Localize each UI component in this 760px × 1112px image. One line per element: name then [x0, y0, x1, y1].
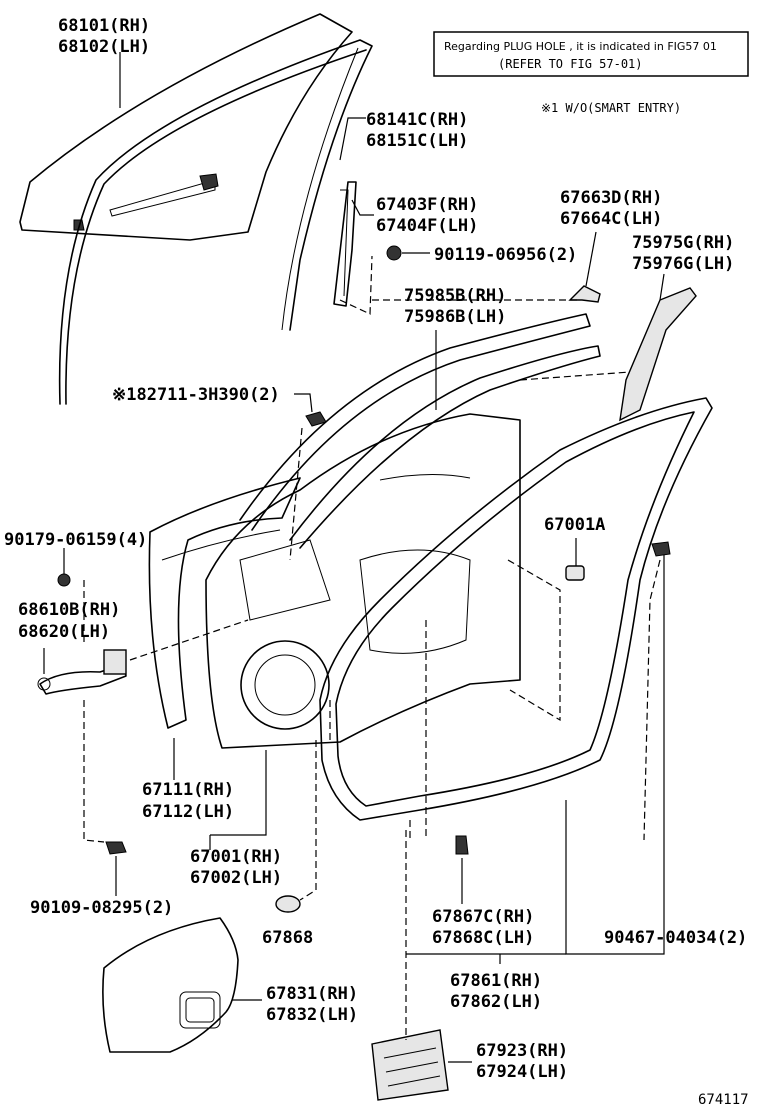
leader-lines [43, 52, 665, 1063]
callout-plug-a-text: 67001A [544, 515, 605, 535]
front-moulding [568, 285, 601, 303]
callout-clip-a-text: 90119-06956(2) [434, 245, 577, 265]
division-bar [333, 181, 402, 315]
callout-service-cover: 67923(RH) 67924(LH) [476, 1041, 568, 1082]
callout-frame-moulding-lh: 75986B(LH) [404, 307, 506, 327]
callout-division-bar: 67403F(RH) 67404F(LH) [376, 195, 478, 236]
door-weatherstrip [319, 397, 713, 821]
figure-number: 674117 [698, 1092, 749, 1108]
callout-frame-moulding: 75985B(RH) 75986B(LH) [404, 286, 506, 327]
callout-service-cover-lh: 67924(LH) [476, 1062, 568, 1082]
callout-garnish: 75975G(RH) 75976G(LH) [632, 233, 734, 274]
plug-hole-notice: Regarding PLUG HOLE , it is indicated in… [433, 31, 749, 77]
frame-moulding [239, 313, 601, 549]
clip-b-icon [455, 835, 469, 855]
bolt-a-icon [57, 573, 71, 587]
callout-plug-a: 67001A [544, 515, 605, 535]
plug-a-icon [565, 565, 585, 581]
door-check [37, 649, 127, 695]
callout-clip-c: 90467-04034(2) [604, 928, 747, 948]
callout-moulding-a-lh: 67664C(LH) [560, 209, 662, 229]
callout-sheet-rh: 67831(RH) [266, 984, 358, 1004]
lock-cylinder-icon [305, 411, 327, 427]
callout-bolt-b: 90109-08295(2) [30, 898, 173, 918]
footnote: ※1 W/O(SMART ENTRY) [541, 101, 681, 115]
notice-line-1: Regarding PLUG HOLE , it is indicated in… [444, 40, 717, 53]
callout-panel-sub: 67111(RH) 67112(LH) [142, 780, 234, 822]
callout-panel: 67001(RH) 67002(LH) [190, 847, 282, 888]
door-outer-panel [148, 477, 301, 729]
callout-bolt-a: 90179-06159(4) [4, 530, 147, 550]
callout-moulding-a: 67663D(RH) 67664C(LH) [560, 188, 662, 229]
callout-clip-b-rh: 67867C(RH) [432, 907, 534, 927]
plug-b-icon [275, 895, 301, 913]
notice-line-2: (REFER TO FIG 57-01) [498, 57, 643, 71]
callout-glass-rh: 68101(RH) [58, 16, 150, 36]
callout-glass: 68101(RH) 68102(LH) [58, 16, 150, 57]
callout-service-cover-rh: 67923(RH) [476, 1041, 568, 1061]
callout-panel-lh: 67002(LH) [190, 868, 282, 888]
service-cover [371, 1029, 449, 1101]
callout-weatherstrip-lh: 67862(LH) [450, 992, 542, 1012]
callout-check: 68610B(RH) 68620(LH) [18, 600, 120, 642]
callout-sheet-lh: 67832(LH) [266, 1005, 358, 1025]
bolt-b-icon [105, 841, 127, 855]
callout-garnish-rh: 75975G(RH) [632, 233, 734, 253]
callout-sheet: 67831(RH) 67832(LH) [266, 984, 358, 1025]
callout-check-lh: 68620(LH) [18, 622, 110, 642]
callout-clip-b-lh: 67868C(LH) [432, 928, 534, 948]
callout-division-bar-lh: 67404F(LH) [376, 216, 478, 236]
callout-garnish-lh: 75976G(LH) [632, 254, 734, 274]
callout-bolt-b-text: 90109-08295(2) [30, 898, 173, 918]
callout-lock-cyl-text: ※182711-3H390(2) [112, 385, 280, 405]
callout-glass-lh: 68102(LH) [58, 37, 150, 57]
callout-weatherstrip: 67861(RH) 67862(LH) [450, 971, 542, 1012]
callout-bolt-a-text: 90179-06159(4) [4, 530, 147, 550]
callout-clip-b: 67867C(RH) 67868C(LH) [432, 907, 534, 948]
glass-run-channel [58, 39, 373, 405]
door-inner-frame [205, 413, 521, 749]
garnish [619, 287, 697, 422]
callout-frame-moulding-rh: 75985B(RH) [404, 286, 506, 306]
callout-run-channel-rh: 68141C(RH) [366, 110, 468, 130]
door-glass [19, 13, 353, 241]
callout-division-bar-rh: 67403F(RH) [376, 195, 478, 215]
callout-run-channel-lh: 68151C(LH) [366, 131, 468, 151]
callout-clip-c-text: 90467-04034(2) [604, 928, 747, 948]
callout-panel-rh: 67001(RH) [190, 847, 282, 867]
callout-check-rh: 68610B(RH) [18, 600, 120, 620]
callout-lock-cyl: ※182711-3H390(2) [112, 385, 280, 405]
callout-panel-sub-rh: 67111(RH) [142, 780, 234, 800]
service-sheet [102, 917, 239, 1053]
callout-panel-sub-lh: 67112(LH) [142, 802, 234, 822]
callout-weatherstrip-rh: 67861(RH) [450, 971, 542, 991]
callout-plug-b-text: 67868 [262, 928, 313, 948]
callout-clip-a: 90119-06956(2) [434, 245, 577, 265]
callout-plug-b: 67868 [262, 928, 313, 948]
callout-run-channel: 68141C(RH) 68151C(LH) [366, 110, 468, 151]
clip-c-icon [651, 541, 671, 557]
callout-moulding-a-rh: 67663D(RH) [560, 188, 662, 208]
